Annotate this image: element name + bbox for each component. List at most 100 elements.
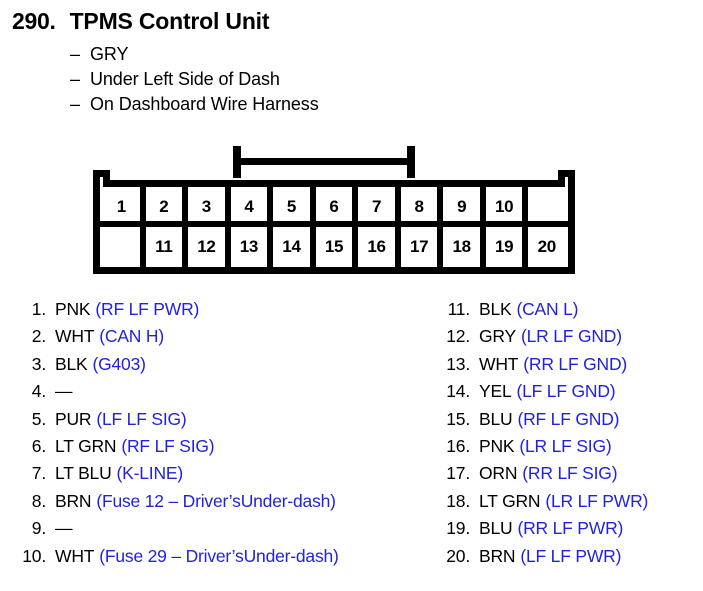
housing-notch-cap-right — [558, 170, 575, 177]
pin-number: 5. — [31, 408, 46, 429]
pin-number: 16. — [446, 436, 470, 457]
pin-list-item: 11.BLK(CAN L) — [440, 296, 703, 323]
pin-circuit-description: (CAN H) — [99, 326, 164, 347]
pin-list-item: 12.GRY(LR LF GND) — [440, 323, 703, 350]
pin-circuit-description: (LR LF SIG) — [519, 436, 612, 457]
pin-number: 20. — [446, 545, 470, 566]
latch-bar — [233, 158, 415, 165]
pin-list-item: 18.LT GRN(LR LF PWR) — [440, 488, 703, 515]
pin-body: YEL(LF LF GND) — [479, 378, 616, 405]
pin-wire-color: ORN — [479, 463, 518, 484]
detail-line: –On Dashboard Wire Harness — [70, 92, 319, 117]
housing-notch-cap-left — [93, 170, 110, 177]
pin-wire-color: GRY — [479, 326, 517, 347]
pin-circuit-description: (RF LF SIG) — [121, 436, 215, 457]
pin-wire-color: — — [55, 518, 73, 539]
pin-body: WHT(Fuse 29 – Driver’sUnder-dash) — [55, 543, 339, 570]
pin-cell-blank — [522, 187, 568, 227]
pin-cell-10: 10 — [479, 187, 526, 227]
pin-number: 7. — [31, 463, 46, 484]
pin-number: 10. — [22, 545, 46, 566]
pin-wire-color: LT GRN — [479, 490, 541, 511]
pin-cell-9: 9 — [437, 187, 483, 227]
pin-wire-color: WHT — [479, 353, 519, 374]
pin-circuit-description: (LF LF SIG) — [96, 408, 187, 429]
pin-list-item: 1.PNK(RF LF PWR) — [16, 296, 436, 323]
pin-cell-14: 14 — [267, 227, 313, 267]
pin-circuit-description: (Fuse 12 – Driver’sUnder-dash) — [96, 490, 336, 511]
detail-list: –GRY –Under Left Side of Dash –On Dashbo… — [70, 42, 319, 117]
pin-body: BLK(G403) — [55, 351, 146, 378]
pin-body: GRY(LR LF GND) — [479, 323, 622, 350]
pin-cell-1: 1 — [116, 197, 126, 216]
pin-wire-color: BLU — [479, 518, 513, 539]
pin-list-item: 5. PUR(LF LF SIG) — [16, 406, 436, 433]
pin-circuit-description: (LF LF PWR) — [520, 545, 622, 566]
pin-number: 1. — [31, 299, 46, 319]
pin-wire-color: BLK — [55, 353, 88, 374]
pin-list-item: 9. — — [16, 515, 436, 542]
housing-notch-right — [558, 170, 565, 182]
pin-body: LT BLU(K-LINE) — [55, 460, 183, 487]
pin-list-item: 7. LT BLU(K-LINE) — [16, 460, 436, 487]
pin-body: — — [55, 515, 73, 542]
pin-number: 2. — [31, 326, 46, 347]
pin-body: BLU(RR LF PWR) — [479, 515, 623, 542]
pin-number: 4. — [31, 381, 46, 402]
pin-wire-color: PNK — [479, 436, 515, 457]
detail-text: On Dashboard Wire Harness — [90, 94, 319, 114]
pin-circuit-description: (RF LF PWR) — [95, 299, 200, 319]
pin-list-item: 14.YEL(LF LF GND) — [440, 378, 703, 405]
pin-wire-color: LT GRN — [55, 436, 117, 457]
pin-wire-color: YEL — [479, 381, 512, 402]
pin-cell-17: 17 — [394, 227, 441, 267]
pin-list-item: 17.ORN(RR LF SIG) — [440, 460, 703, 487]
housing-notch-left — [103, 170, 110, 182]
pin-body: BRN(Fuse 12 – Driver’sUnder-dash) — [55, 488, 336, 515]
pin-circuit-description: (LR LF PWR) — [545, 490, 649, 511]
pin-list-item: 19. BLU(RR LF PWR) — [440, 515, 703, 542]
title-row: 290. TPMS Control Unit — [12, 8, 270, 35]
housing-bottom-edge — [93, 267, 575, 274]
housing-top-edge — [103, 180, 565, 187]
pin-list-right: 11.BLK(CAN L)12.GRY(LR LF GND)13.WHT(RR … — [440, 296, 703, 570]
pin-list-item: 3.BLK(G403) — [16, 351, 436, 378]
pin-list-item: 2.WHT(CAN H) — [16, 323, 436, 350]
pin-body: PNK(LR LF SIG) — [479, 433, 612, 460]
pin-wire-color: BRN — [479, 545, 516, 566]
pin-cell-8: 8 — [394, 187, 441, 227]
pin-cell-5: 5 — [267, 187, 313, 227]
pin-circuit-description: (RR LF GND) — [523, 353, 628, 374]
pin-body: PUR(LF LF SIG) — [55, 406, 187, 433]
pin-list-left: 1.PNK(RF LF PWR)2.WHT(CAN H)3.BLK(G403) 4… — [16, 296, 436, 570]
pin-cell-4: 4 — [224, 187, 271, 227]
pin-number: 17. — [446, 463, 470, 484]
pin-circuit-description: (LF LF GND) — [516, 381, 616, 402]
pin-wire-color: — — [55, 381, 73, 402]
pin-cell-7: 7 — [352, 187, 398, 227]
pin-body: BRN(LF LF PWR) — [479, 543, 621, 570]
pin-list-item: 6. LT GRN(RF LF SIG) — [16, 433, 436, 460]
pin-number: 9. — [31, 518, 46, 539]
pin-number: 15. — [446, 408, 470, 429]
pin-list-item: 13.WHT(RR LF GND) — [440, 351, 703, 378]
pin-number: 11. — [447, 299, 471, 319]
dash-bullet-icon: – — [70, 94, 80, 114]
pin-wire-color: PUR — [55, 408, 92, 429]
pin-number: 6. — [31, 436, 46, 457]
detail-line: –Under Left Side of Dash — [70, 67, 319, 92]
pin-list-item: 16. PNK(LR LF SIG) — [440, 433, 703, 460]
pin-wire-color: BLK — [479, 299, 512, 319]
pin-body: WHT(RR LF GND) — [479, 351, 627, 378]
pin-list-item: 15.BLU(RF LF GND) — [440, 406, 703, 433]
pin-cell-12: 12 — [182, 227, 228, 267]
pin-circuit-description: (LR LF GND) — [521, 326, 622, 347]
pin-cell-13: 13 — [224, 227, 271, 267]
pin-wire-color: BRN — [55, 490, 92, 511]
housing-row-divider — [93, 221, 575, 227]
pin-number: 19. — [446, 518, 470, 539]
dash-bullet-icon: – — [70, 44, 80, 64]
pin-cell-3: 3 — [182, 187, 228, 227]
pin-cell-16: 16 — [352, 227, 398, 267]
